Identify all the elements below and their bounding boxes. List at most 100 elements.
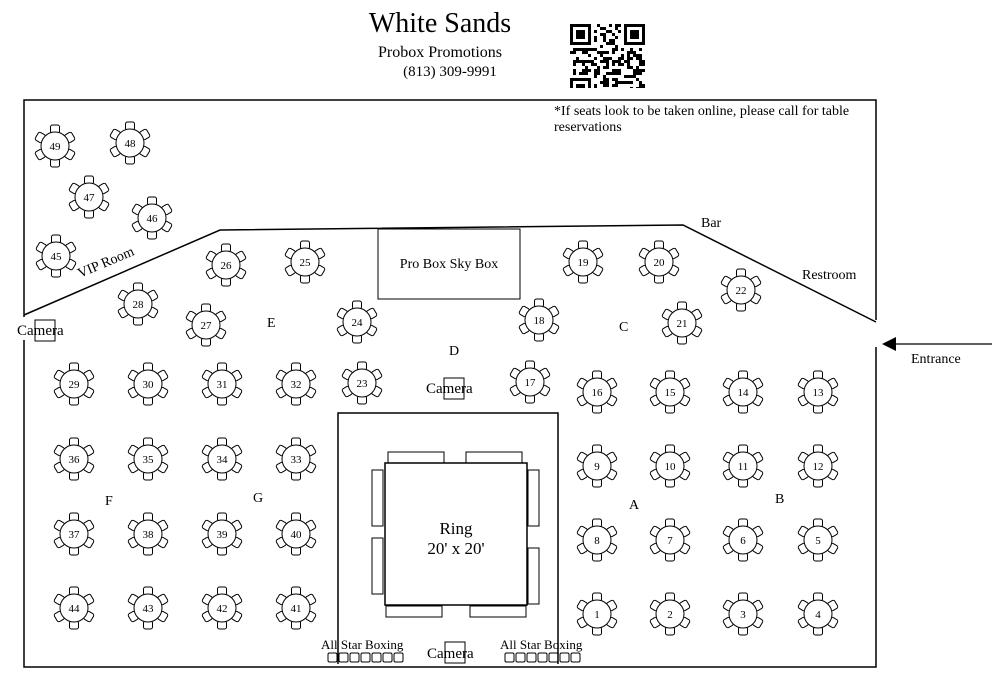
table-20[interactable]: 20 [638, 240, 680, 284]
all-star-boxing-seats[interactable] [504, 652, 581, 663]
seat-box [338, 652, 349, 663]
ring-size-label: 20' x 20' [427, 539, 484, 558]
table-14[interactable]: 14 [722, 370, 764, 414]
table-top [644, 247, 674, 277]
entrance-label: Entrance [911, 352, 961, 367]
table-number: 25 [300, 257, 312, 269]
table-29[interactable]: 29 [53, 362, 95, 406]
table-32[interactable]: 32 [275, 362, 317, 406]
table-47[interactable]: 47 [68, 175, 110, 219]
table-12[interactable]: 12 [797, 444, 839, 488]
table-top [115, 128, 145, 158]
table-top [207, 369, 237, 399]
table-42[interactable]: 42 [201, 586, 243, 630]
table-13[interactable]: 13 [797, 370, 839, 414]
sky-box[interactable] [377, 228, 521, 300]
table-top [59, 444, 89, 474]
table-number: 49 [50, 141, 62, 153]
table-24[interactable]: 24 [336, 300, 378, 344]
table-45[interactable]: 45 [35, 234, 77, 278]
table-18[interactable]: 18 [518, 298, 560, 342]
table-top [582, 599, 612, 629]
all-star-boxing-seats[interactable] [327, 652, 404, 663]
table-top [40, 131, 70, 161]
table-top [667, 308, 697, 338]
table-39[interactable]: 39 [201, 512, 243, 556]
table-number: 48 [125, 138, 137, 150]
table-4[interactable]: 4 [797, 592, 839, 636]
table-19[interactable]: 19 [562, 240, 604, 284]
table-22[interactable]: 22 [720, 268, 762, 312]
entrance-arrow-icon [882, 337, 992, 351]
table-21[interactable]: 21 [661, 301, 703, 345]
seat-box [393, 652, 404, 663]
ringside-bench [527, 469, 540, 527]
table-number: 19 [578, 257, 590, 269]
table-number: 27 [201, 320, 213, 332]
camera-label: Camera [17, 323, 64, 339]
qr-code-icon[interactable] [570, 24, 646, 88]
table-top [524, 305, 554, 335]
section-label-d: D [449, 344, 459, 359]
seat-box [526, 652, 537, 663]
table-30[interactable]: 30 [127, 362, 169, 406]
ringside-bench [527, 547, 540, 605]
table-number: 44 [69, 603, 81, 615]
vip-room-label: VIP Room [76, 244, 137, 281]
table-number: 17 [525, 377, 537, 389]
table-number: 10 [665, 461, 677, 473]
table-5[interactable]: 5 [797, 518, 839, 562]
table-top [133, 519, 163, 549]
table-2[interactable]: 2 [649, 592, 691, 636]
table-11[interactable]: 11 [722, 444, 764, 488]
table-31[interactable]: 31 [201, 362, 243, 406]
table-44[interactable]: 44 [53, 586, 95, 630]
table-34[interactable]: 34 [201, 437, 243, 481]
table-3[interactable]: 3 [722, 592, 764, 636]
table-top [728, 525, 758, 555]
table-49[interactable]: 49 [34, 124, 76, 168]
venue-title: White Sands [368, 8, 512, 39]
table-number: 46 [147, 213, 159, 225]
table-7[interactable]: 7 [649, 518, 691, 562]
table-top [582, 377, 612, 407]
table-top [41, 241, 71, 271]
table-10[interactable]: 10 [649, 444, 691, 488]
table-number: 15 [665, 387, 677, 399]
table-top [290, 247, 320, 277]
seat-box [515, 652, 526, 663]
table-8[interactable]: 8 [576, 518, 618, 562]
table-17[interactable]: 17 [509, 360, 551, 404]
table-23[interactable]: 23 [341, 361, 383, 405]
table-15[interactable]: 15 [649, 370, 691, 414]
table-46[interactable]: 46 [131, 196, 173, 240]
table-35[interactable]: 35 [127, 437, 169, 481]
phone-number[interactable]: (813) 309-9991 [403, 64, 497, 80]
table-41[interactable]: 41 [275, 586, 317, 630]
table-top [207, 593, 237, 623]
table-43[interactable]: 43 [127, 586, 169, 630]
table-37[interactable]: 37 [53, 512, 95, 556]
table-6[interactable]: 6 [722, 518, 764, 562]
table-33[interactable]: 33 [275, 437, 317, 481]
table-48[interactable]: 48 [109, 121, 151, 165]
table-40[interactable]: 40 [275, 512, 317, 556]
table-38[interactable]: 38 [127, 512, 169, 556]
table-27[interactable]: 27 [185, 303, 227, 347]
table-16[interactable]: 16 [576, 370, 618, 414]
table-28[interactable]: 28 [117, 282, 159, 326]
reservation-note: *If seats look to be taken online, pleas… [554, 104, 850, 135]
table-1[interactable]: 1 [576, 592, 618, 636]
vip-wall [23, 224, 877, 323]
table-top [515, 367, 545, 397]
table-9[interactable]: 9 [576, 444, 618, 488]
table-26[interactable]: 26 [205, 243, 247, 287]
section-label-c: C [619, 320, 628, 335]
table-top [728, 451, 758, 481]
boxing-ring[interactable] [384, 462, 528, 606]
seat-box [360, 652, 371, 663]
table-number: 2 [667, 609, 673, 621]
table-25[interactable]: 25 [284, 240, 326, 284]
table-36[interactable]: 36 [53, 437, 95, 481]
